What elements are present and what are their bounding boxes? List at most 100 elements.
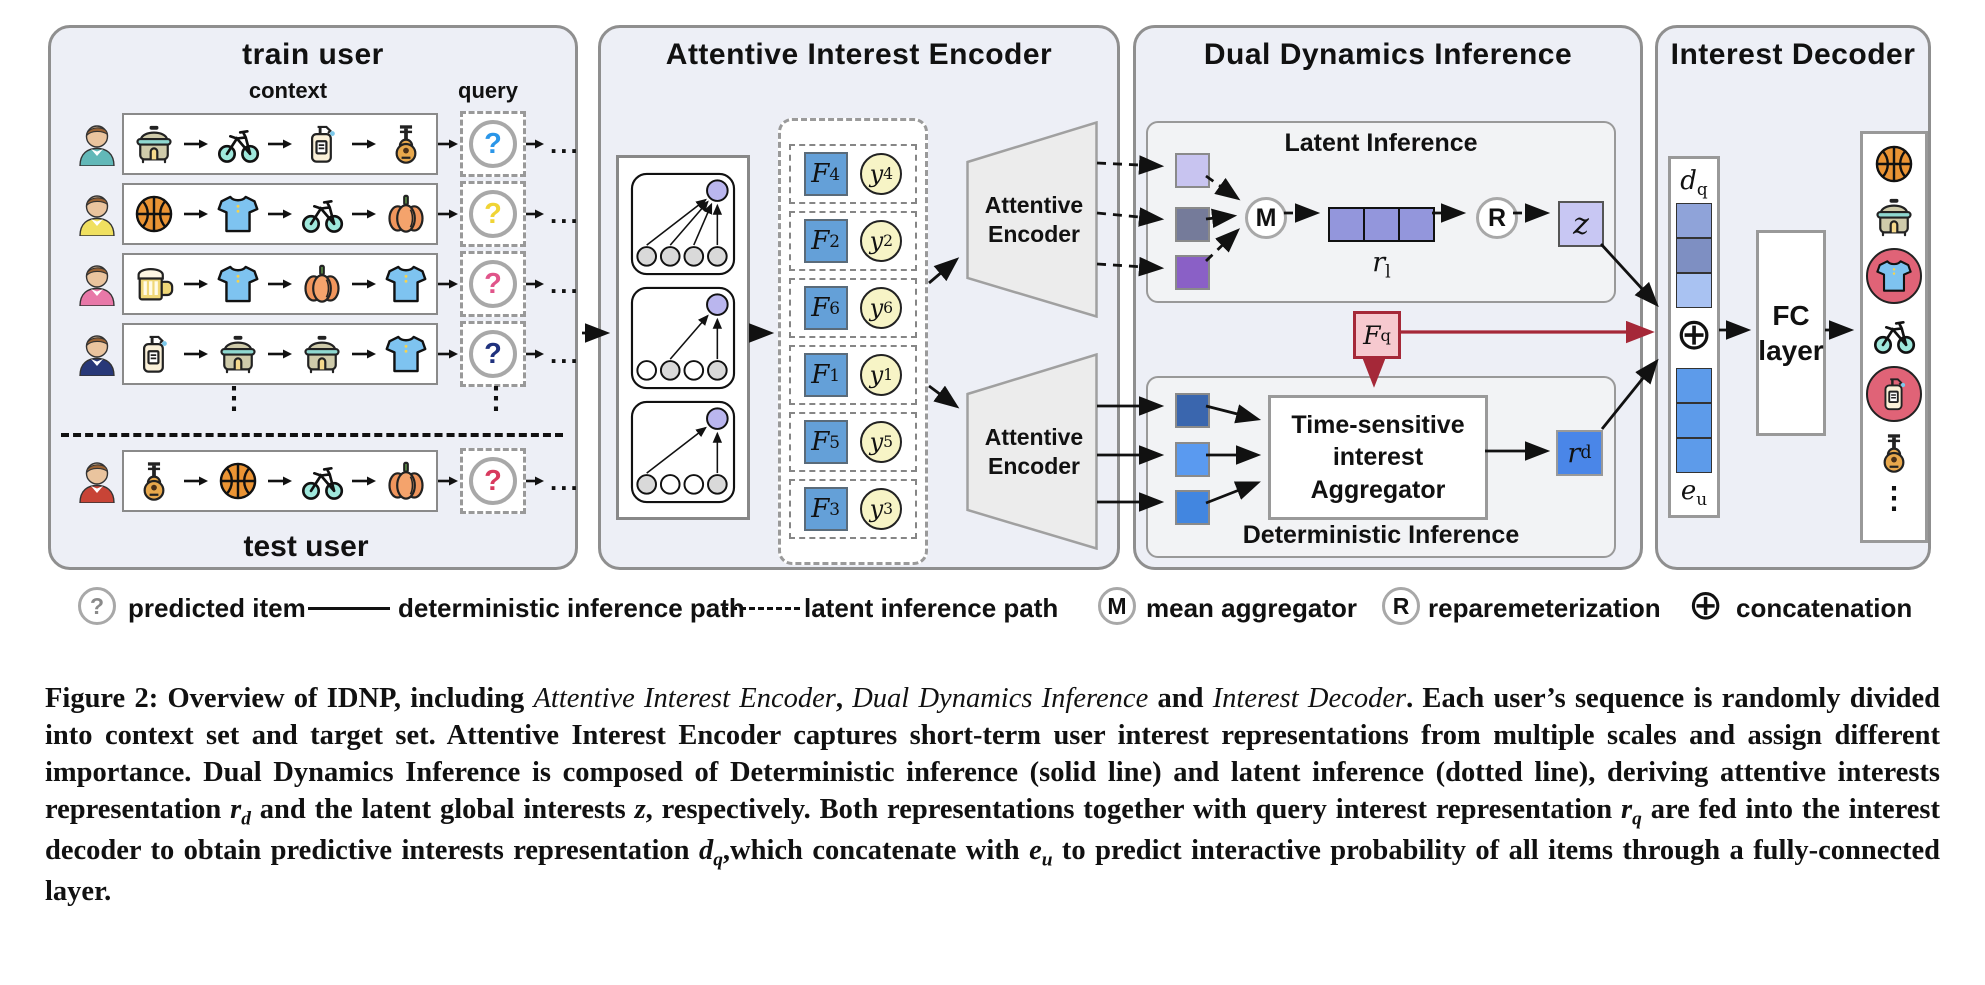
item-icon-lotion (143, 335, 167, 373)
user-avatar (79, 195, 115, 236)
dual-dynamics-inference-panel: Dual Dynamics Inference Latent Inference… (1133, 25, 1643, 570)
caption-segment: Interest Decoder (1212, 683, 1407, 714)
caption-segment: ,which concatenate with (722, 835, 1030, 867)
latent-representation-bar (1328, 207, 1435, 242)
item-icon-pumpkin (388, 194, 424, 233)
attentive-encoder-trapezoid-latent: Attentive Encoder (966, 120, 1098, 319)
query-box: ? (460, 448, 526, 514)
legend-symbol-dashed-icon (722, 607, 800, 610)
context-sequence-box (122, 183, 438, 245)
arrow-right-icon (268, 139, 292, 149)
query-box: ? (460, 111, 526, 177)
latent-feature-square (1175, 153, 1210, 188)
encoder-title: Attentive Interest Encoder (665, 38, 1053, 71)
deterministic-inference-box: Deterministic Inference Time-sensitive i… (1146, 376, 1616, 558)
legend-label: deterministic inference path (398, 593, 745, 623)
dual-title: Dual Dynamics Inference (1203, 38, 1573, 71)
item-icon-pumpkin (388, 461, 424, 500)
highlighted-item-circle (1866, 248, 1922, 304)
legend-symbol-solid-icon (308, 607, 390, 610)
item-icon-tshirt (1876, 260, 1912, 292)
ellipsis: ... (550, 268, 581, 299)
caption-subscript: u (1041, 849, 1053, 871)
mean-aggregator-node: M (1245, 197, 1287, 239)
deterministic-inference-label: Deterministic Inference (1242, 521, 1520, 549)
test-user-title: test user (243, 530, 369, 563)
fc-layer-box: FC layer (1756, 230, 1826, 436)
context-label: context (248, 78, 328, 103)
caption-segment: , (835, 683, 853, 714)
predicted-item-circle: ? (469, 260, 517, 308)
caption-segment: Dual Dynamics Inference (852, 683, 1149, 714)
latent-global-interest-z: z (1558, 201, 1604, 247)
arrow-right-icon (352, 279, 376, 289)
train-user-title: train user (242, 38, 384, 71)
time-sensitive-interest-aggregator: Time-sensitive interest Aggregator (1268, 395, 1488, 520)
dq-cell (1676, 238, 1712, 273)
vertical-ellipsis: ⋮ (1879, 482, 1909, 515)
concat-vector-box: dq ⊕ eu (1668, 156, 1720, 518)
item-icon-bike (1873, 321, 1916, 354)
item-icon-bike (301, 200, 344, 233)
arrow-right-icon (184, 279, 208, 289)
query-box: ? (460, 321, 526, 387)
attention-graph (630, 172, 736, 275)
latent-inference-box: Latent Inference M rl R z (1146, 121, 1616, 303)
arrow-right-icon (268, 476, 292, 486)
predicted-items-column: ⋮ (1860, 131, 1928, 543)
caption-segment: . Each user’s sequence is randomly divid… (45, 683, 1940, 826)
legend-label: latent inference path (804, 593, 1059, 623)
arrow-right-icon (526, 349, 544, 359)
eu-cell (1676, 438, 1712, 473)
item-icon-tshirt (385, 265, 427, 303)
deterministic-feature-square (1175, 393, 1210, 428)
trapezoid-shape (966, 120, 1098, 319)
legend-symbol-r-icon: R (1382, 587, 1420, 625)
arrow-right-icon (526, 476, 544, 486)
legend-symbol-oplus-icon: ⊕ (1688, 580, 1724, 629)
trapezoid-shape (966, 352, 1098, 551)
attentive-encoder-label: Attentive Encoder (984, 423, 1084, 479)
deterministic-feature-square (1175, 490, 1210, 525)
test-row: ?... (51, 448, 578, 518)
caption-subscript: q (713, 849, 723, 871)
item-icon-basketball (135, 195, 173, 233)
arrow-right-icon (268, 349, 292, 359)
caption-subscript: d (241, 808, 251, 830)
latent-inference-label: Latent Inference (1284, 129, 1478, 157)
highlighted-item-circle (1866, 366, 1922, 422)
context-sequence-box (122, 253, 438, 315)
eu-cell (1676, 403, 1712, 438)
interest-decoder-panel: Interest Decoder dq ⊕ eu FC layer ⋮ (1655, 25, 1931, 570)
caption-subscript: q (1632, 808, 1642, 830)
train-user-row: ?... (51, 251, 578, 317)
legend-label: concatenation (1736, 593, 1913, 623)
legend-label: reparemeterization (1428, 593, 1661, 623)
caption-segment: and the latent global interests (250, 794, 635, 826)
predicted-item-circle: ? (469, 120, 517, 168)
item-icon-basketball (1875, 145, 1913, 183)
arrow-right-icon (268, 209, 292, 219)
item-icon-cooker (136, 125, 172, 164)
reparameterization-node: R (1476, 197, 1518, 239)
train-user-row: ?... (51, 181, 578, 247)
item-icon-lotion (1884, 378, 1906, 411)
arrow-right-icon (438, 209, 458, 219)
item-icon-beer (137, 268, 174, 301)
arrow-right-icon (352, 349, 376, 359)
vertical-ellipsis: ⋮ (219, 382, 249, 415)
query-box: ? (460, 251, 526, 317)
